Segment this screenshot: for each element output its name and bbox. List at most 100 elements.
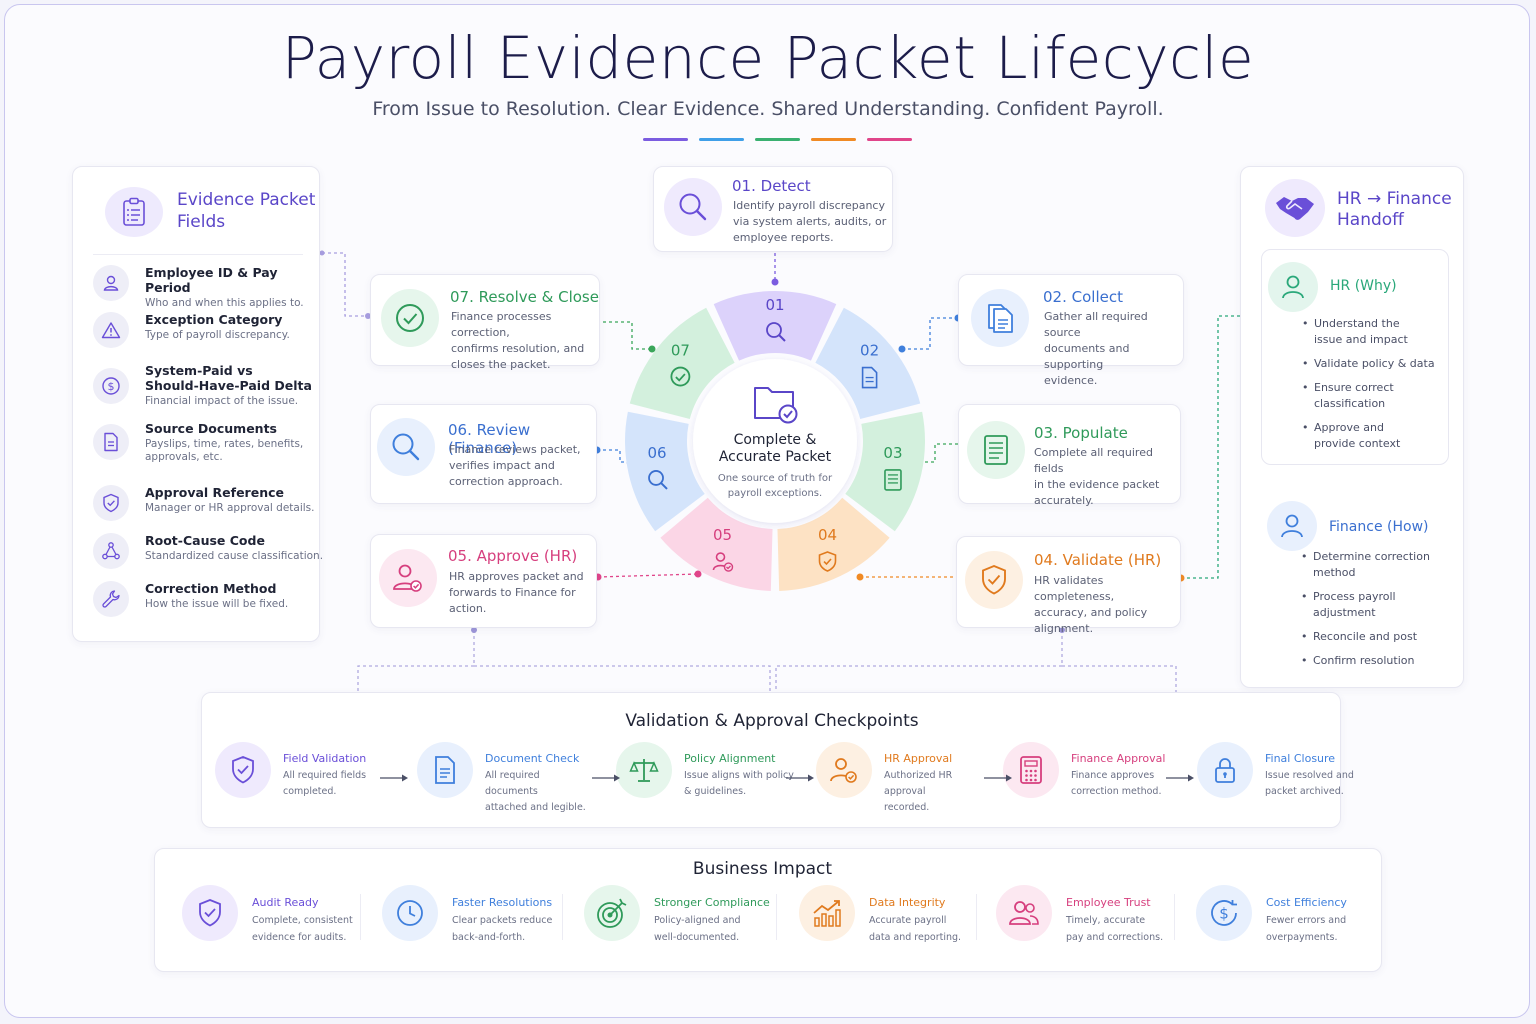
folder-check-icon — [754, 387, 798, 424]
wheel-label-2: 02 — [860, 342, 879, 360]
wheel-label-4: 04 — [818, 526, 837, 544]
handshake-icon — [1265, 179, 1325, 237]
clock-icon — [382, 885, 438, 941]
impact-divider — [976, 894, 977, 940]
magnifier-icon — [377, 418, 435, 476]
wheel-center-sub-1: One source of truth for — [718, 473, 833, 484]
lifecycle-wheel: Complete & Accurate Packet One source of… — [625, 291, 925, 591]
document-icon — [93, 424, 129, 460]
checkpoints-title: Validation & Approval Checkpoints — [625, 711, 919, 731]
wheel-center — [693, 359, 857, 523]
dollar-icon: $ — [1196, 885, 1252, 941]
wheel-label-5: 05 — [713, 526, 732, 544]
checkpoint-title: Policy Alignment — [684, 752, 776, 765]
wheel-icon-4 — [818, 551, 837, 572]
user-check-icon — [379, 549, 437, 607]
impact-divider — [360, 894, 361, 940]
wheel-icon-3 — [884, 469, 902, 491]
users-icon — [996, 885, 1052, 941]
impact-item-title: Faster Resolutions — [452, 896, 553, 909]
wheel-seg-07 — [629, 307, 735, 420]
wheel-label-3: 03 — [883, 444, 902, 462]
checkpoint-arrow — [1166, 768, 1196, 782]
step-card-validate: 04. Validate (HR) HR validates completen… — [956, 536, 1181, 635]
user-icon — [1268, 262, 1318, 312]
wheel-seg-06 — [625, 411, 705, 532]
checkpoint-arrow — [380, 768, 410, 782]
wheel-seg-01 — [713, 291, 837, 361]
magnifier-icon — [664, 178, 722, 236]
checkpoint-arrow — [984, 768, 1014, 782]
impact-item-title: Data Integrity — [869, 896, 946, 909]
impact-item-title: Stronger Compliance — [654, 896, 770, 909]
wheel-seg-04 — [777, 497, 890, 591]
wheel-center-title-1: Complete & — [734, 432, 817, 448]
finance-item: Reconcile and post — [1301, 629, 1441, 645]
finance-item: Confirm resolution — [1301, 653, 1441, 669]
shield-check-icon — [215, 742, 271, 798]
step-card-populate: 03. Populate Complete all required field… — [958, 404, 1181, 507]
wheel-label-6: 06 — [647, 444, 666, 462]
wheel-seg-02 — [815, 307, 921, 420]
checkpoints-panel: Validation & Approval Checkpoints — [201, 692, 1341, 828]
impact-divider — [1174, 894, 1175, 940]
documents-icon — [971, 289, 1029, 347]
user-check-icon — [816, 742, 872, 798]
svg-text:$: $ — [1219, 905, 1229, 923]
user-icon — [93, 265, 129, 301]
wheel-icon-5 — [712, 552, 734, 572]
wheel-icon-7 — [670, 366, 691, 387]
wheel-icon-6 — [648, 470, 668, 490]
wheel-center-sub-2: payroll exceptions. — [728, 488, 822, 499]
shield-check-icon — [965, 551, 1023, 609]
checkpoint-title: Document Check — [485, 752, 580, 765]
hr-item: Understand the issue and impact — [1302, 316, 1426, 348]
color-bars — [643, 138, 913, 141]
page-subtitle: From Issue to Resolution. Clear Evidence… — [372, 98, 1164, 120]
checkpoint-title: HR Approval — [884, 752, 953, 765]
shield-check-icon — [93, 485, 129, 521]
clipboard-icon — [105, 187, 163, 237]
impact-divider — [562, 894, 563, 940]
network-icon — [93, 533, 129, 569]
hr-why-title: HR (Why) — [1330, 278, 1397, 294]
wheel-center-title-2: Accurate Packet — [719, 449, 832, 465]
wheel-icon-2 — [861, 366, 878, 389]
hr-why-box: HR (Why) Understand the issue and impact… — [1261, 249, 1449, 465]
finance-item: Determine correction method — [1301, 549, 1431, 581]
page-title: Payroll Evidence Packet Lifecycle — [281, 24, 1255, 92]
step-card-review: 06. Review (Finance) Finance reviews pac… — [370, 404, 597, 504]
finance-how-list: Determine correction method Process payr… — [1301, 549, 1441, 677]
user-icon — [1267, 501, 1317, 551]
wheel-label-1: 01 — [765, 296, 784, 314]
lock-icon — [1197, 742, 1253, 798]
scale-icon — [616, 742, 672, 798]
checkpoint-arrow — [786, 768, 816, 782]
impact-divider — [776, 894, 777, 940]
checkpoint-desc: Issue aligns with policy& guidelines. — [684, 770, 794, 797]
shield-check-icon — [182, 885, 238, 941]
warning-icon — [93, 312, 129, 348]
finance-how-box: Finance (How) Determine correction metho… — [1261, 499, 1449, 679]
hr-item: Ensure correct classification — [1302, 380, 1424, 412]
hr-item: Validate policy & data — [1302, 356, 1442, 372]
dollar-icon: $ — [93, 368, 129, 404]
divider — [93, 254, 303, 255]
wheel-icon-1 — [766, 322, 786, 342]
impact-title: Business Impact — [692, 859, 833, 879]
